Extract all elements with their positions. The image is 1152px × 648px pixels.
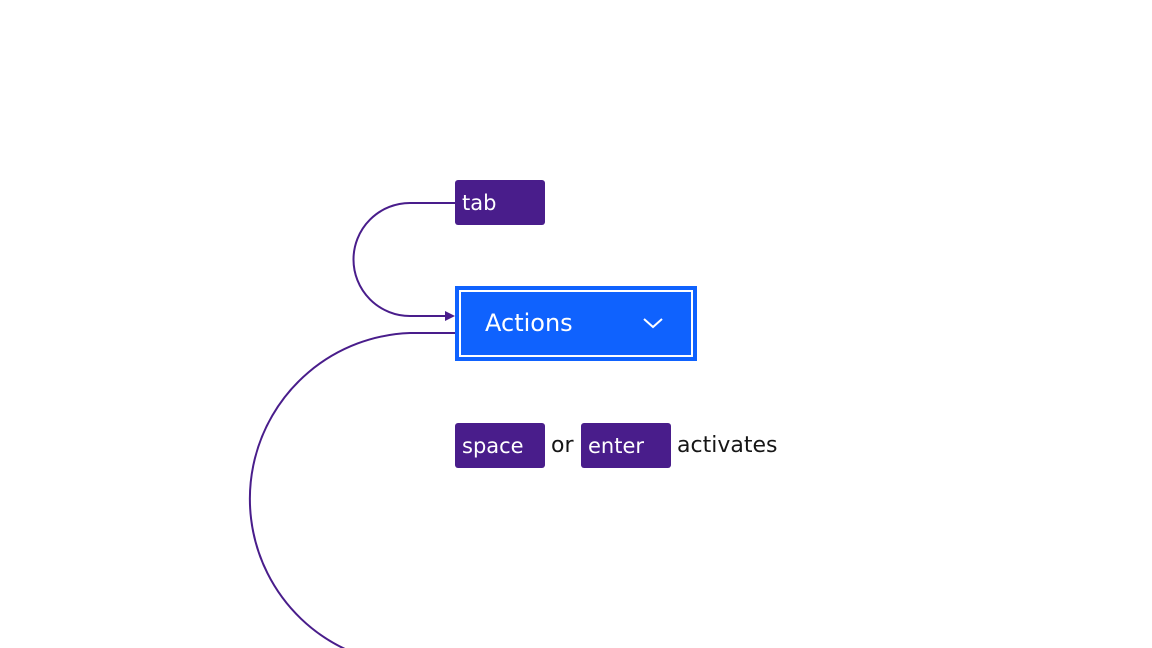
actions-dropdown-button[interactable]: Actions: [455, 286, 697, 361]
tab-key: tab: [455, 180, 545, 225]
or-text: or: [551, 433, 574, 458]
space-key: space: [455, 423, 545, 468]
activates-text: activates: [677, 433, 778, 458]
arrowhead-icon: [445, 311, 455, 321]
enter-key: enter: [581, 423, 671, 468]
tab-to-button-arrow: [352, 202, 455, 317]
button-label: Actions: [485, 309, 573, 337]
chevron-down-icon: [643, 318, 663, 329]
button-exit-line: [248, 332, 455, 648]
focus-ring: [459, 290, 693, 357]
